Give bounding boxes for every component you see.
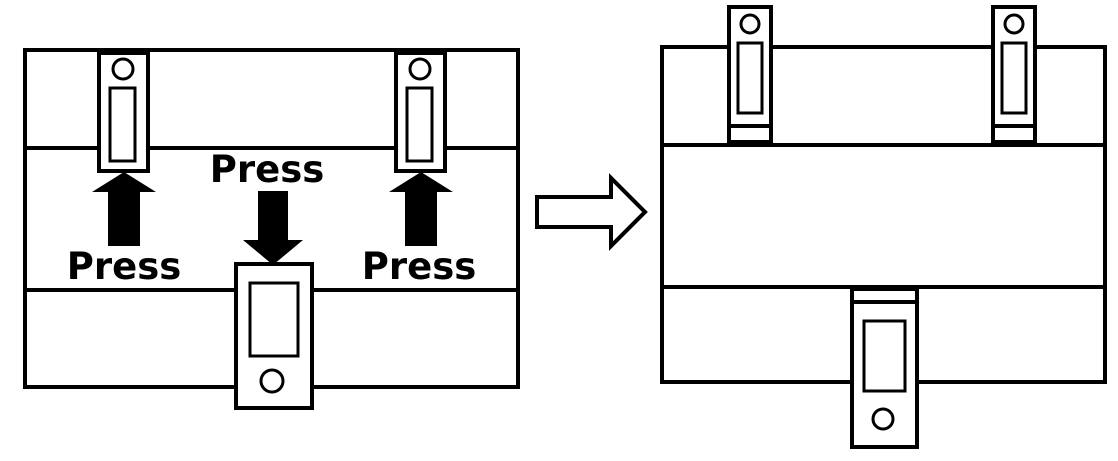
clip-bottom-center-before [234,262,314,410]
clip-slot [736,41,764,115]
clip-top-right-after [991,5,1037,144]
clip-top-left-after [727,5,773,144]
clip-slot [108,86,137,163]
clip-hole-icon [259,368,285,394]
arrow-up-filled-icon [92,172,156,246]
clip-slot [405,86,434,163]
clip-hole-icon [871,407,895,431]
clip-hole-icon [111,57,135,81]
right-arrow-outline-icon [535,173,648,251]
before-panel: Press Press Press [23,48,520,410]
clip-bottom-center-after [850,287,919,449]
clip-slot [1000,41,1028,115]
press-label-left: Press [67,245,182,288]
press-label-right: Press [362,245,477,288]
clip-top-left-before [97,51,150,173]
clip-hole-icon [739,13,761,35]
arrow-up-filled-icon [389,172,453,246]
clip-top-right-before [394,51,447,173]
press-label-center: Press [210,148,325,191]
clip-slot [862,319,907,393]
after-panel [660,5,1107,449]
clip-hole-icon [1003,13,1025,35]
arrow-down-filled-icon [243,191,303,265]
clip-slot [248,281,300,358]
clip-hole-icon [408,57,432,81]
